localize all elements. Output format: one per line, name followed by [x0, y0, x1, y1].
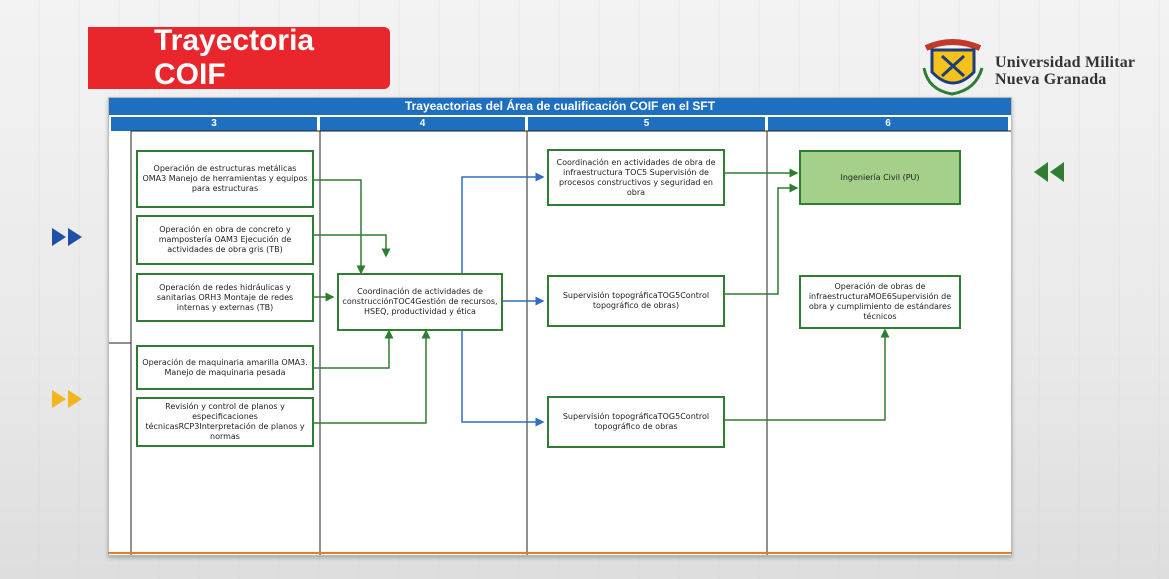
node-rcp3-plans: Revisión y control de planos y especific…	[136, 397, 314, 447]
node-tog5-surveying-a: Supervisión topográficaTOG5Control topog…	[547, 275, 725, 327]
connector	[314, 234, 391, 258]
university-name-line2: Nueva Granada	[995, 71, 1107, 88]
connector	[725, 183, 799, 295]
node-civil-engineering: Ingeniería Civil (PU)	[799, 150, 961, 205]
node-oam3-concrete: Operación en obra de concreto y mamposte…	[136, 215, 314, 265]
column-header-3: 3	[111, 117, 317, 131]
connector	[314, 329, 431, 424]
university-name: Universidad Militar Nueva Granada	[995, 54, 1135, 88]
university-name-line1: Universidad Militar	[995, 54, 1136, 71]
column-header-4: 4	[320, 117, 525, 131]
column-header-6: 6	[768, 117, 1008, 131]
node-toc5-infrastructure: Coordinación en actividades de obra de i…	[547, 149, 725, 206]
double-arrow-right-icon[interactable]	[50, 388, 90, 410]
accent-line	[108, 552, 1012, 554]
diagram-connectors	[109, 130, 1011, 555]
connector	[461, 331, 545, 427]
node-orh3-hydraulic: Operación de redes hidráulicas y sanitar…	[136, 273, 314, 322]
page-title: Trayectoria COIF	[154, 24, 315, 91]
column-header-5: 5	[528, 117, 765, 131]
diagram-slide: Trayeactorias del Área de cualificación …	[108, 97, 1012, 556]
title-banner: Trayectoria COIF	[88, 24, 390, 91]
node-oma3-machinery: Operación de maquinaria amarilla OMA3. M…	[136, 345, 314, 390]
connector	[461, 172, 545, 288]
double-arrow-left-icon[interactable]	[1032, 160, 1072, 184]
double-arrow-right-icon[interactable]	[50, 226, 90, 248]
connector	[725, 328, 890, 421]
node-tog5-surveying-b: Supervisión topográficaTOG5Control topog…	[547, 396, 725, 448]
diagram-title: Trayeactorias del Área de cualificación …	[109, 98, 1011, 115]
node-moe6-works: Operación de obras de infraestructuraMOE…	[799, 275, 961, 329]
connector	[314, 329, 394, 369]
connector	[314, 179, 366, 275]
node-toc4-coordination: Coordinación de actividades de construcc…	[337, 273, 503, 331]
university-seal-icon	[922, 39, 984, 96]
node-oma3-structures: Operación de estructuras metálicas OMA3 …	[136, 150, 314, 208]
